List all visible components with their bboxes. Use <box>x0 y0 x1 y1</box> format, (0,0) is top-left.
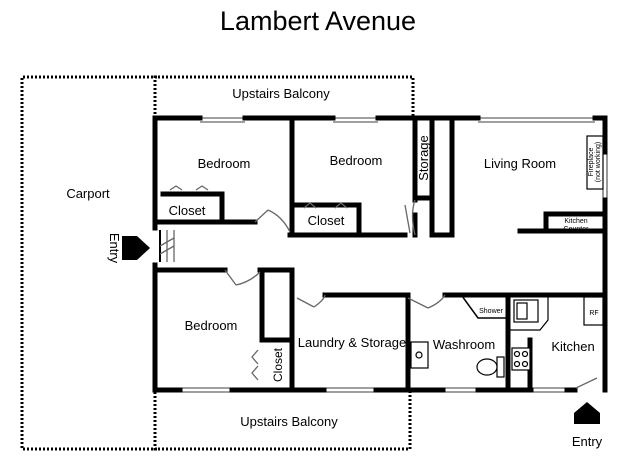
toilet-bowl <box>476 358 498 376</box>
closet-2-label: Closet <box>308 213 345 228</box>
balcony-top-label: Upstairs Balcony <box>232 86 330 101</box>
bedroom-1-label: Bedroom <box>198 156 251 171</box>
fixtures <box>410 135 604 378</box>
entry-left-label: Entry <box>107 233 122 264</box>
entry-arrow-left-icon <box>122 236 150 260</box>
living-room-label: Living Room <box>484 156 556 171</box>
bedroom-3-label: Bedroom <box>185 318 238 333</box>
doors <box>159 185 598 389</box>
dotted-outlines <box>20 75 415 451</box>
closet-1-label: Closet <box>169 203 206 218</box>
entry-arrow-bottom-icon <box>574 402 600 424</box>
kitchen-counter-label-2: Counter <box>564 226 590 233</box>
carport-outline <box>20 75 157 451</box>
balcony-bottom-outline <box>153 392 412 451</box>
entry-bottom-label: Entry <box>572 434 603 449</box>
fireplace-note-label: (not working) <box>595 142 602 182</box>
shower-label: Shower <box>479 308 503 315</box>
plan-title: Lambert Avenue <box>220 6 416 36</box>
balcony-bottom-label: Upstairs Balcony <box>240 414 338 429</box>
walls <box>152 115 608 393</box>
fireplace-box <box>586 135 604 190</box>
kitchen-label: Kitchen <box>551 339 594 354</box>
closet-3-label: Closet <box>271 347 285 382</box>
shower-enclosure <box>460 295 509 319</box>
storage-label: Storage <box>416 135 431 181</box>
fireplace-label: Fireplace <box>588 148 595 177</box>
bedroom-2-label: Bedroom <box>330 153 383 168</box>
fridge-label: RF <box>589 310 598 317</box>
refrigerator <box>583 296 604 326</box>
kitchen-counter-label-1: Kitchen <box>564 218 587 225</box>
kitchen-partition <box>510 296 549 331</box>
laundry-label: Laundry & Storage <box>298 335 406 350</box>
washroom-label: Washroom <box>433 337 495 352</box>
windows <box>180 117 608 393</box>
toilet-tank <box>496 356 505 378</box>
room-labels: Upstairs Balcony Upstairs Balcony Carpor… <box>66 86 602 449</box>
balcony-top-outline <box>153 75 415 118</box>
kitchen-sink <box>513 299 539 323</box>
carport-label: Carport <box>66 186 110 201</box>
stove <box>511 347 531 371</box>
